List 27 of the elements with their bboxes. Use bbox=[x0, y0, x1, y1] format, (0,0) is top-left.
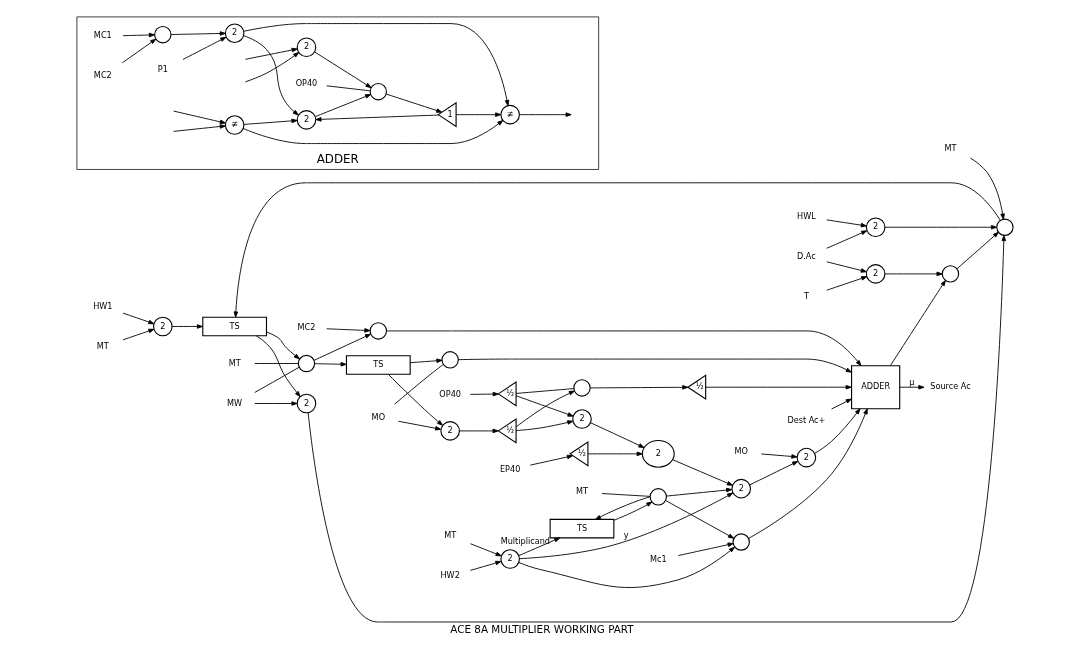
node-text: HW2 bbox=[440, 570, 460, 581]
node-text: MT bbox=[576, 486, 588, 497]
node-text: HWL bbox=[797, 210, 816, 221]
node-text: Source Ac bbox=[930, 381, 971, 392]
node-text: MT bbox=[96, 340, 109, 351]
node-text: MC1 bbox=[93, 30, 112, 41]
node-text: MW bbox=[227, 397, 243, 408]
node-text: MO bbox=[734, 446, 748, 457]
edge-label: μ bbox=[909, 376, 915, 387]
node-text: MC2 bbox=[93, 70, 112, 81]
node-text: MC2 bbox=[297, 322, 316, 333]
node-text: MT bbox=[228, 357, 241, 368]
node-text: T bbox=[803, 290, 809, 301]
diagram-title: ACE 8A MULTIPLIER WORKING PART bbox=[450, 623, 634, 636]
node-label: Multiplicand bbox=[500, 536, 550, 547]
node-text: D.Ac bbox=[797, 250, 816, 261]
node-text: Dest Ac+ bbox=[787, 415, 826, 426]
node-text: MT bbox=[944, 142, 957, 153]
node-text: MO bbox=[371, 411, 386, 422]
node-text: HW1 bbox=[93, 300, 113, 311]
node-text: OP40 bbox=[439, 388, 461, 399]
node-text: OP40 bbox=[295, 77, 318, 88]
node-text: P1 bbox=[157, 63, 168, 74]
node-text: EP40 bbox=[499, 463, 521, 474]
node-text: Mc1 bbox=[649, 553, 667, 564]
node-text: MT bbox=[444, 530, 457, 541]
edge-label: y bbox=[623, 530, 629, 541]
